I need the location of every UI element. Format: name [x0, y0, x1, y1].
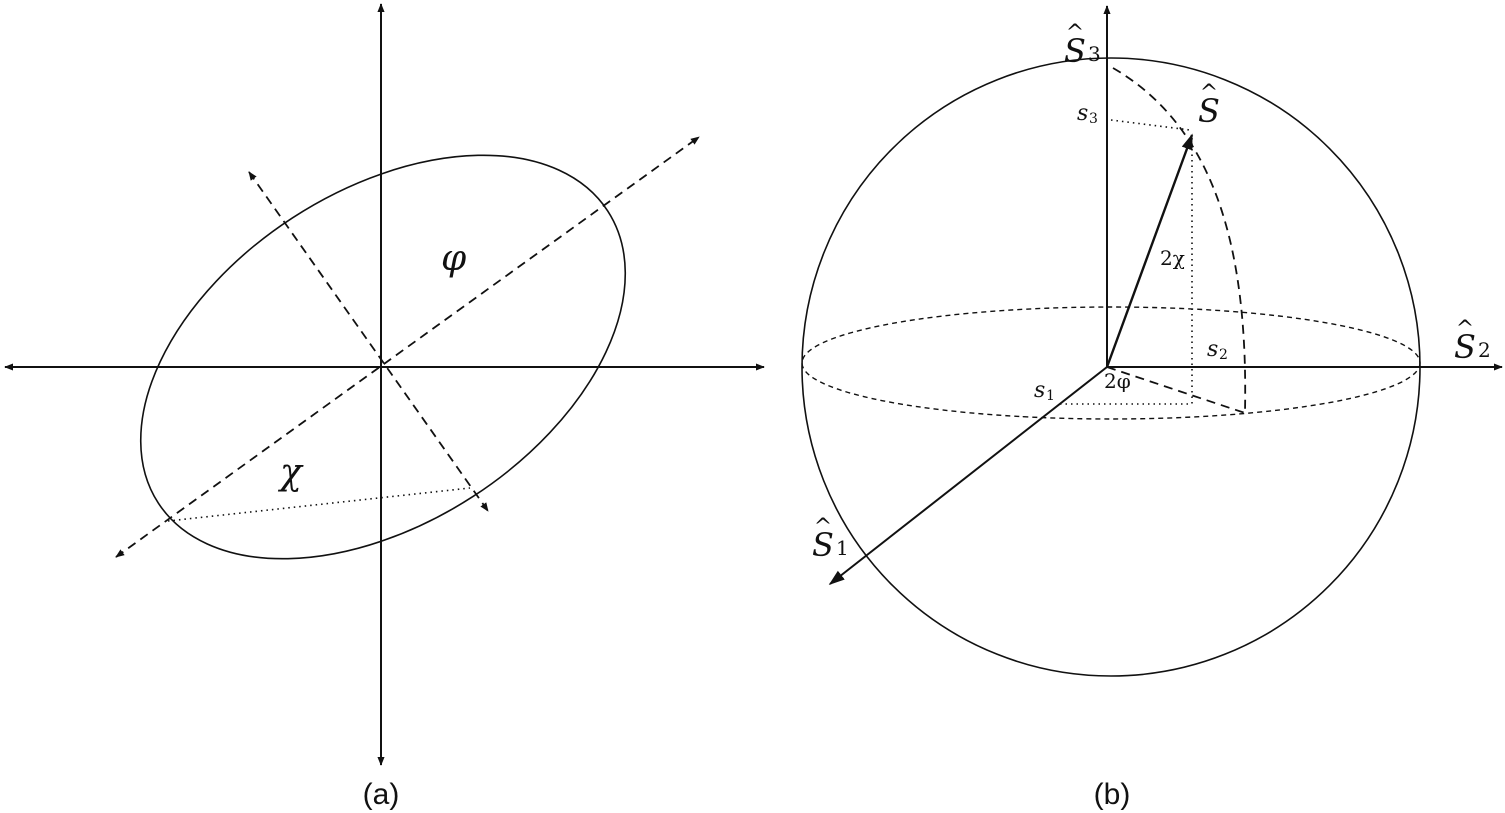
s2-axis-label-base: S [1454, 328, 1476, 366]
s2-component-label: s 2 [1207, 337, 1228, 363]
s3-axis-label-hat: ^ [1066, 21, 1084, 46]
s2-axis-label: S ^ 2 [1454, 317, 1491, 366]
equator-dashed [801, 306, 1421, 420]
two-phi-label: 2φ [1104, 369, 1131, 393]
s2-axis-label-sub: 2 [1478, 338, 1491, 362]
s3-axis-label-base: S [1064, 32, 1086, 70]
s1-component-label-base: s [1034, 378, 1045, 403]
s3-axis-label-sub: 3 [1088, 42, 1101, 66]
s2-component-label-base: s [1207, 337, 1218, 362]
meridian-dashed [1112, 67, 1247, 413]
stokes-vector-label: S ^ [1198, 81, 1220, 130]
chi-label: χ [277, 452, 304, 493]
s1-axis-label-hat: ^ [814, 515, 832, 540]
panel-a: φ χ (a) [4, 3, 765, 811]
major-axis-dashed [115, 136, 700, 558]
s3-component-label: s 3 [1077, 101, 1098, 127]
two-chi-label: 2χ [1160, 246, 1185, 270]
s1-axis-label: S ^ 1 [812, 515, 849, 564]
s3-component-label-sub: 3 [1089, 111, 1098, 127]
stokes-vector [1105, 133, 1194, 368]
s3-axis-label: S ^ 3 [1064, 21, 1101, 70]
phi-label: φ [441, 238, 467, 279]
s1-component-label: s 1 [1034, 378, 1055, 404]
minor-axis-dashed [248, 171, 489, 512]
stokes-vector-label-base: S [1198, 92, 1220, 130]
s1-component-label-sub: 1 [1046, 388, 1055, 404]
s1-axis-label-sub: 1 [836, 536, 849, 560]
panel-a-caption: (a) [363, 778, 400, 811]
stokes-vector-label-hat: ^ [1200, 81, 1218, 106]
s2-component-label-sub: 2 [1219, 347, 1228, 363]
s1-axis [828, 366, 1108, 585]
projection-dashed [1106, 366, 1246, 414]
panel-b: S ^ 3 S ^ 2 S ^ 1 S ^ s 3 s 2 s 1 [801, 5, 1503, 811]
s3-dotted-line [1110, 119, 1191, 131]
s2-axis-label-hat: ^ [1456, 317, 1474, 342]
panel-b-caption: (b) [1094, 778, 1131, 811]
s3-component-label-base: s [1077, 101, 1088, 126]
polarization-ellipse [139, 154, 627, 560]
s1-axis-label-base: S [812, 526, 834, 564]
chi-dotted-line [167, 487, 471, 522]
